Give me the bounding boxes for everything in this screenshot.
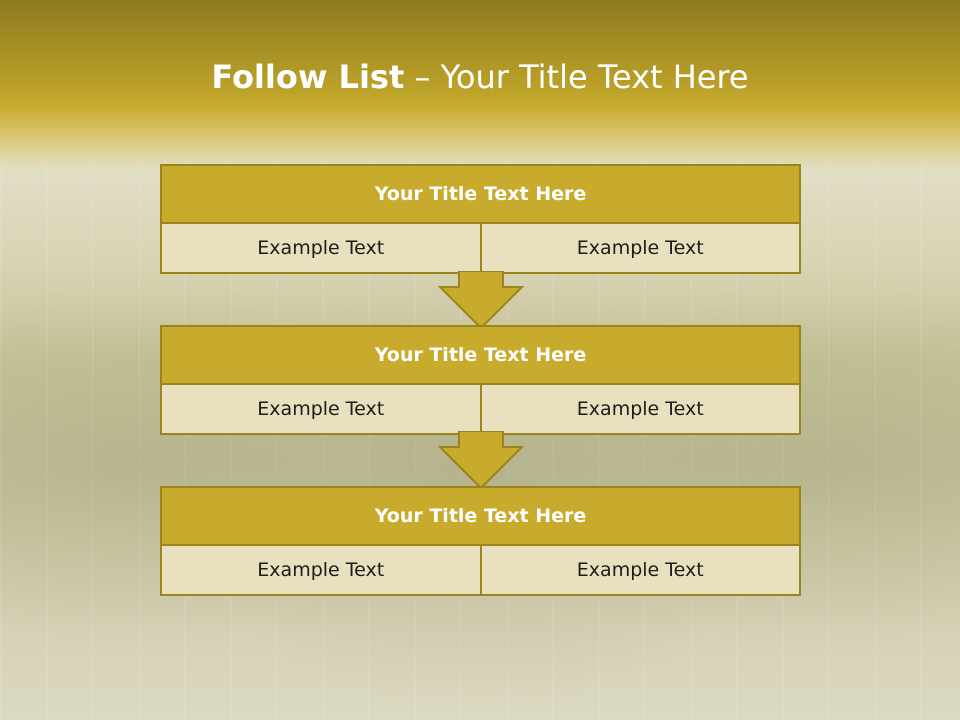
list-block-cell-right: Example Text	[479, 385, 799, 433]
list-block-cell-right: Example Text	[479, 546, 799, 594]
list-block-1: Your Title Text Here Example Text Exampl…	[160, 164, 801, 274]
list-block-cell-left: Example Text	[162, 385, 480, 433]
list-block-cell-right: Example Text	[479, 224, 799, 272]
list-block-2: Your Title Text Here Example Text Exampl…	[160, 325, 801, 435]
list-block-row: Example Text Example Text	[162, 546, 799, 594]
list-block-cell-left: Example Text	[162, 224, 480, 272]
down-arrow-icon	[438, 431, 524, 489]
slide-title: Follow List – Your Title Text Here	[0, 52, 960, 102]
slide-title-bold: Follow List	[211, 58, 405, 96]
list-block-title: Your Title Text Here	[162, 166, 799, 224]
list-block-title: Your Title Text Here	[162, 488, 799, 546]
list-block-3: Your Title Text Here Example Text Exampl…	[160, 486, 801, 596]
down-arrow-icon	[438, 271, 524, 329]
slide-title-rest: – Your Title Text Here	[404, 58, 749, 96]
list-block-row: Example Text Example Text	[162, 224, 799, 272]
list-block-row: Example Text Example Text	[162, 385, 799, 433]
list-block-cell-left: Example Text	[162, 546, 480, 594]
list-block-title: Your Title Text Here	[162, 327, 799, 385]
